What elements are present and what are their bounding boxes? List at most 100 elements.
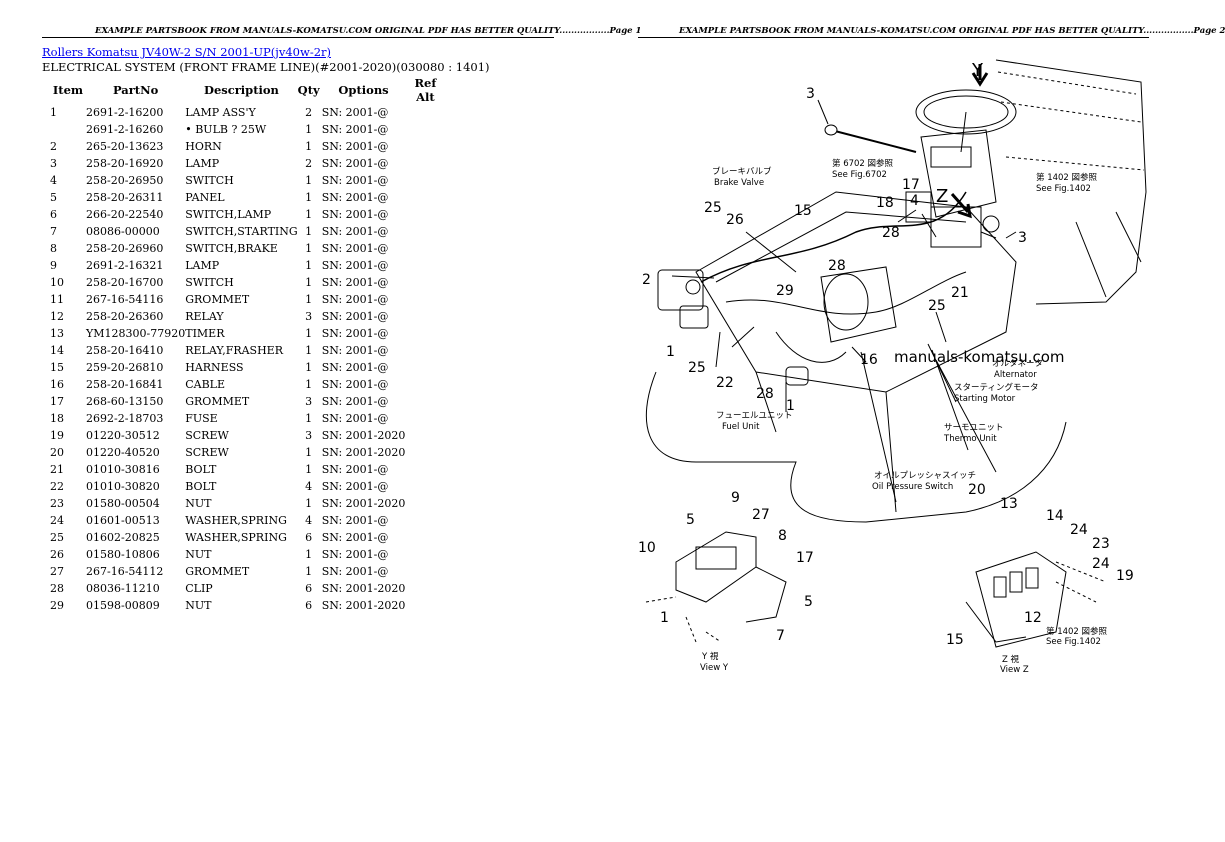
header-rule-left: [42, 37, 554, 38]
gauge-cluster: [930, 146, 972, 168]
callout-9: 9: [731, 490, 740, 506]
lamp-lower: [679, 305, 709, 329]
cell-description: NUT: [185, 599, 212, 612]
model-title-link[interactable]: Rollers Komatsu JV40W-2 S/N 2001-UP(jv40…: [42, 45, 332, 59]
engine-block: [820, 266, 897, 343]
cell-qty: 1: [305, 191, 313, 204]
header-rule-right: [638, 37, 1149, 38]
cell-description: SWITCH,BRAKE: [185, 242, 278, 255]
cell-description: WASHER,SPRING: [185, 514, 287, 527]
cell-description: NUT: [185, 497, 212, 510]
cell-description: GROMMET: [185, 293, 250, 306]
cell-options: SN: 2001-@: [321, 225, 389, 238]
hood-outline: [995, 59, 1147, 305]
cell-ref-alt: [405, 104, 445, 121]
cell-qty: 6: [305, 582, 313, 595]
cell-description: HARNESS: [185, 361, 244, 374]
cell-item: 18: [50, 412, 64, 425]
cell-options: SN: 2001-@: [321, 293, 389, 306]
callout-15b: 15: [946, 632, 964, 648]
cell-description: GROMMET: [185, 395, 250, 408]
cell-partno: 01220-40520: [86, 446, 160, 459]
cell-options: SN: 2001-2020: [321, 599, 406, 612]
callout-27: 27: [752, 507, 770, 523]
cell-qty: 1: [305, 327, 313, 340]
cell-options: SN: 2001-@: [321, 276, 389, 289]
cell-description: LAMP ASS'Y: [185, 106, 256, 119]
callout-1b: 1: [786, 398, 795, 414]
cell-partno: 266-20-22540: [86, 208, 164, 221]
callout-4: 4: [910, 193, 919, 209]
drum-outline: [645, 371, 1067, 523]
fuel-unit: [785, 366, 809, 386]
callout-19: 19: [1116, 568, 1134, 584]
lever: [830, 129, 917, 153]
cell-item: 21: [50, 463, 64, 476]
cell-partno: 258-20-16841: [86, 378, 164, 391]
callout-7: 7: [776, 628, 785, 644]
cell-ref-alt: [405, 495, 445, 512]
cell-ref-alt: [405, 189, 445, 206]
lamp-stem: [980, 231, 997, 239]
alternator-label: Alternator: [994, 370, 1037, 380]
callout-29: 29: [776, 283, 794, 299]
callout-14: 14: [1046, 508, 1064, 524]
fuse-box: [930, 206, 982, 248]
cell-qty: 1: [305, 140, 313, 153]
cell-qty: 1: [305, 548, 313, 561]
alternator-jp: オルタネータ: [992, 359, 1043, 369]
cell-qty: 1: [305, 123, 313, 136]
cell-ref-alt: [405, 393, 445, 410]
cell-partno: 2691-2-16200: [86, 106, 164, 119]
view-y-bracket: [745, 566, 787, 623]
cell-item: 5: [50, 191, 57, 204]
cell-options: SN: 2001-@: [321, 531, 389, 544]
dash-panel: [920, 129, 997, 218]
callout-15a: 15: [794, 203, 812, 219]
lever-knob: [824, 124, 838, 136]
letter-y: Y: [971, 60, 984, 81]
cell-partno: 258-20-16700: [86, 276, 164, 289]
cell-partno: 267-16-54116: [86, 293, 164, 306]
cell-options: SN: 2001-@: [321, 157, 389, 170]
cell-partno: 2692-2-18703: [86, 412, 164, 425]
parts-table: Item PartNo Description Qty Options Ref …: [42, 76, 445, 614]
frame-top-edge: [715, 211, 967, 283]
callout-12: 12: [1024, 610, 1042, 626]
cell-description: PANEL: [185, 191, 225, 204]
cell-qty: 2: [305, 157, 313, 170]
cell-ref-alt: [405, 546, 445, 563]
callout-2: 2: [642, 272, 651, 288]
callout-25b: 25: [928, 298, 946, 314]
cell-qty: 1: [305, 242, 313, 255]
cell-item: 8: [50, 242, 57, 255]
cell-item: 13: [50, 327, 64, 340]
callout-3a: 3: [806, 86, 815, 102]
cell-partno: 01220-30512: [86, 429, 160, 442]
cell-options: SN: 2001-@: [321, 548, 389, 561]
callout-23: 23: [1092, 536, 1110, 552]
cell-ref-alt: [405, 512, 445, 529]
cell-description: BOLT: [185, 480, 217, 493]
oil-pressure-label: Oil Pressure Switch: [872, 482, 953, 492]
cable: [775, 331, 847, 363]
col-ref-alt: Ref Alt: [414, 76, 437, 104]
parts-table-header: Item PartNo Description Qty Options Ref …: [42, 76, 445, 104]
cell-qty: 1: [305, 463, 313, 476]
harness-2: [725, 271, 967, 315]
cell-description: SWITCH: [185, 276, 234, 289]
cell-partno: 258-20-16410: [86, 344, 164, 357]
cell-partno: 267-16-54112: [86, 565, 164, 578]
oil-pressure-jp: オイルプレッシャスイッチ: [874, 471, 976, 481]
parts-diagram: 3 2 3 17 18 4 15 25 26 28 28 29 21 25 1 …: [638, 59, 1147, 675]
cell-description: LAMP: [185, 157, 220, 170]
cell-item: 7: [50, 225, 57, 238]
section-subtitle: ELECTRICAL SYSTEM (FRONT FRAME LINE)(#20…: [42, 60, 490, 74]
cell-partno: 258-20-26360: [86, 310, 164, 323]
